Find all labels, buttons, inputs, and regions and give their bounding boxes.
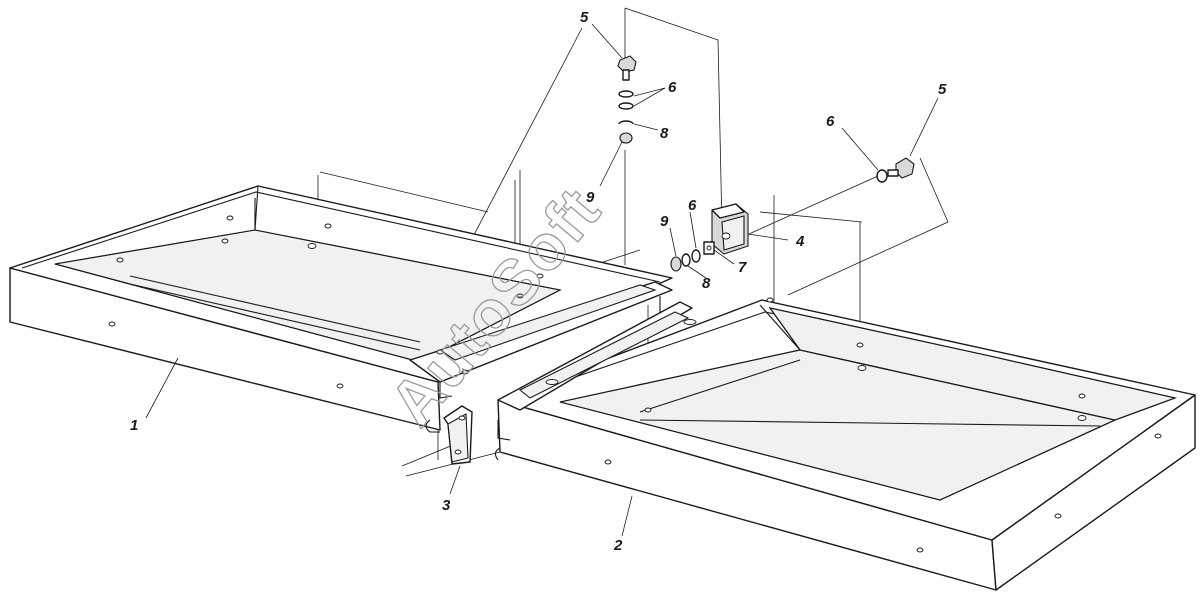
leader-lines bbox=[145, 23, 939, 537]
callout-5-right: 5 bbox=[938, 81, 947, 98]
callout-2: 2 bbox=[613, 537, 623, 554]
callout-3: 3 bbox=[442, 497, 451, 514]
callout-6-right: 6 bbox=[826, 113, 835, 130]
callout-9-top: 9 bbox=[586, 189, 595, 206]
callout-4: 4 bbox=[795, 233, 805, 250]
left-frame-part-1 bbox=[9, 185, 673, 433]
construction-lines bbox=[317, 7, 949, 477]
right-frame-part-2 bbox=[494, 297, 1196, 591]
callout-7: 7 bbox=[738, 259, 747, 276]
callout-5-top: 5 bbox=[580, 9, 589, 26]
right-fasteners bbox=[876, 157, 915, 183]
latch-bracket-part-4 bbox=[711, 203, 749, 255]
clip-part-7 bbox=[703, 241, 715, 255]
callout-9-side: 9 bbox=[660, 213, 669, 230]
callout-1: 1 bbox=[130, 417, 138, 434]
callout-8-side: 8 bbox=[702, 275, 711, 292]
bracket-part-3 bbox=[443, 405, 473, 465]
callout-labels: 1 2 3 4 5 5 6 6 6 7 8 8 9 9 bbox=[130, 9, 947, 554]
callout-6-top: 6 bbox=[668, 79, 677, 96]
side-fasteners bbox=[670, 249, 701, 272]
callout-6-side: 6 bbox=[688, 197, 697, 214]
top-fastener-stack bbox=[617, 55, 637, 144]
callout-8-top: 8 bbox=[660, 125, 669, 142]
